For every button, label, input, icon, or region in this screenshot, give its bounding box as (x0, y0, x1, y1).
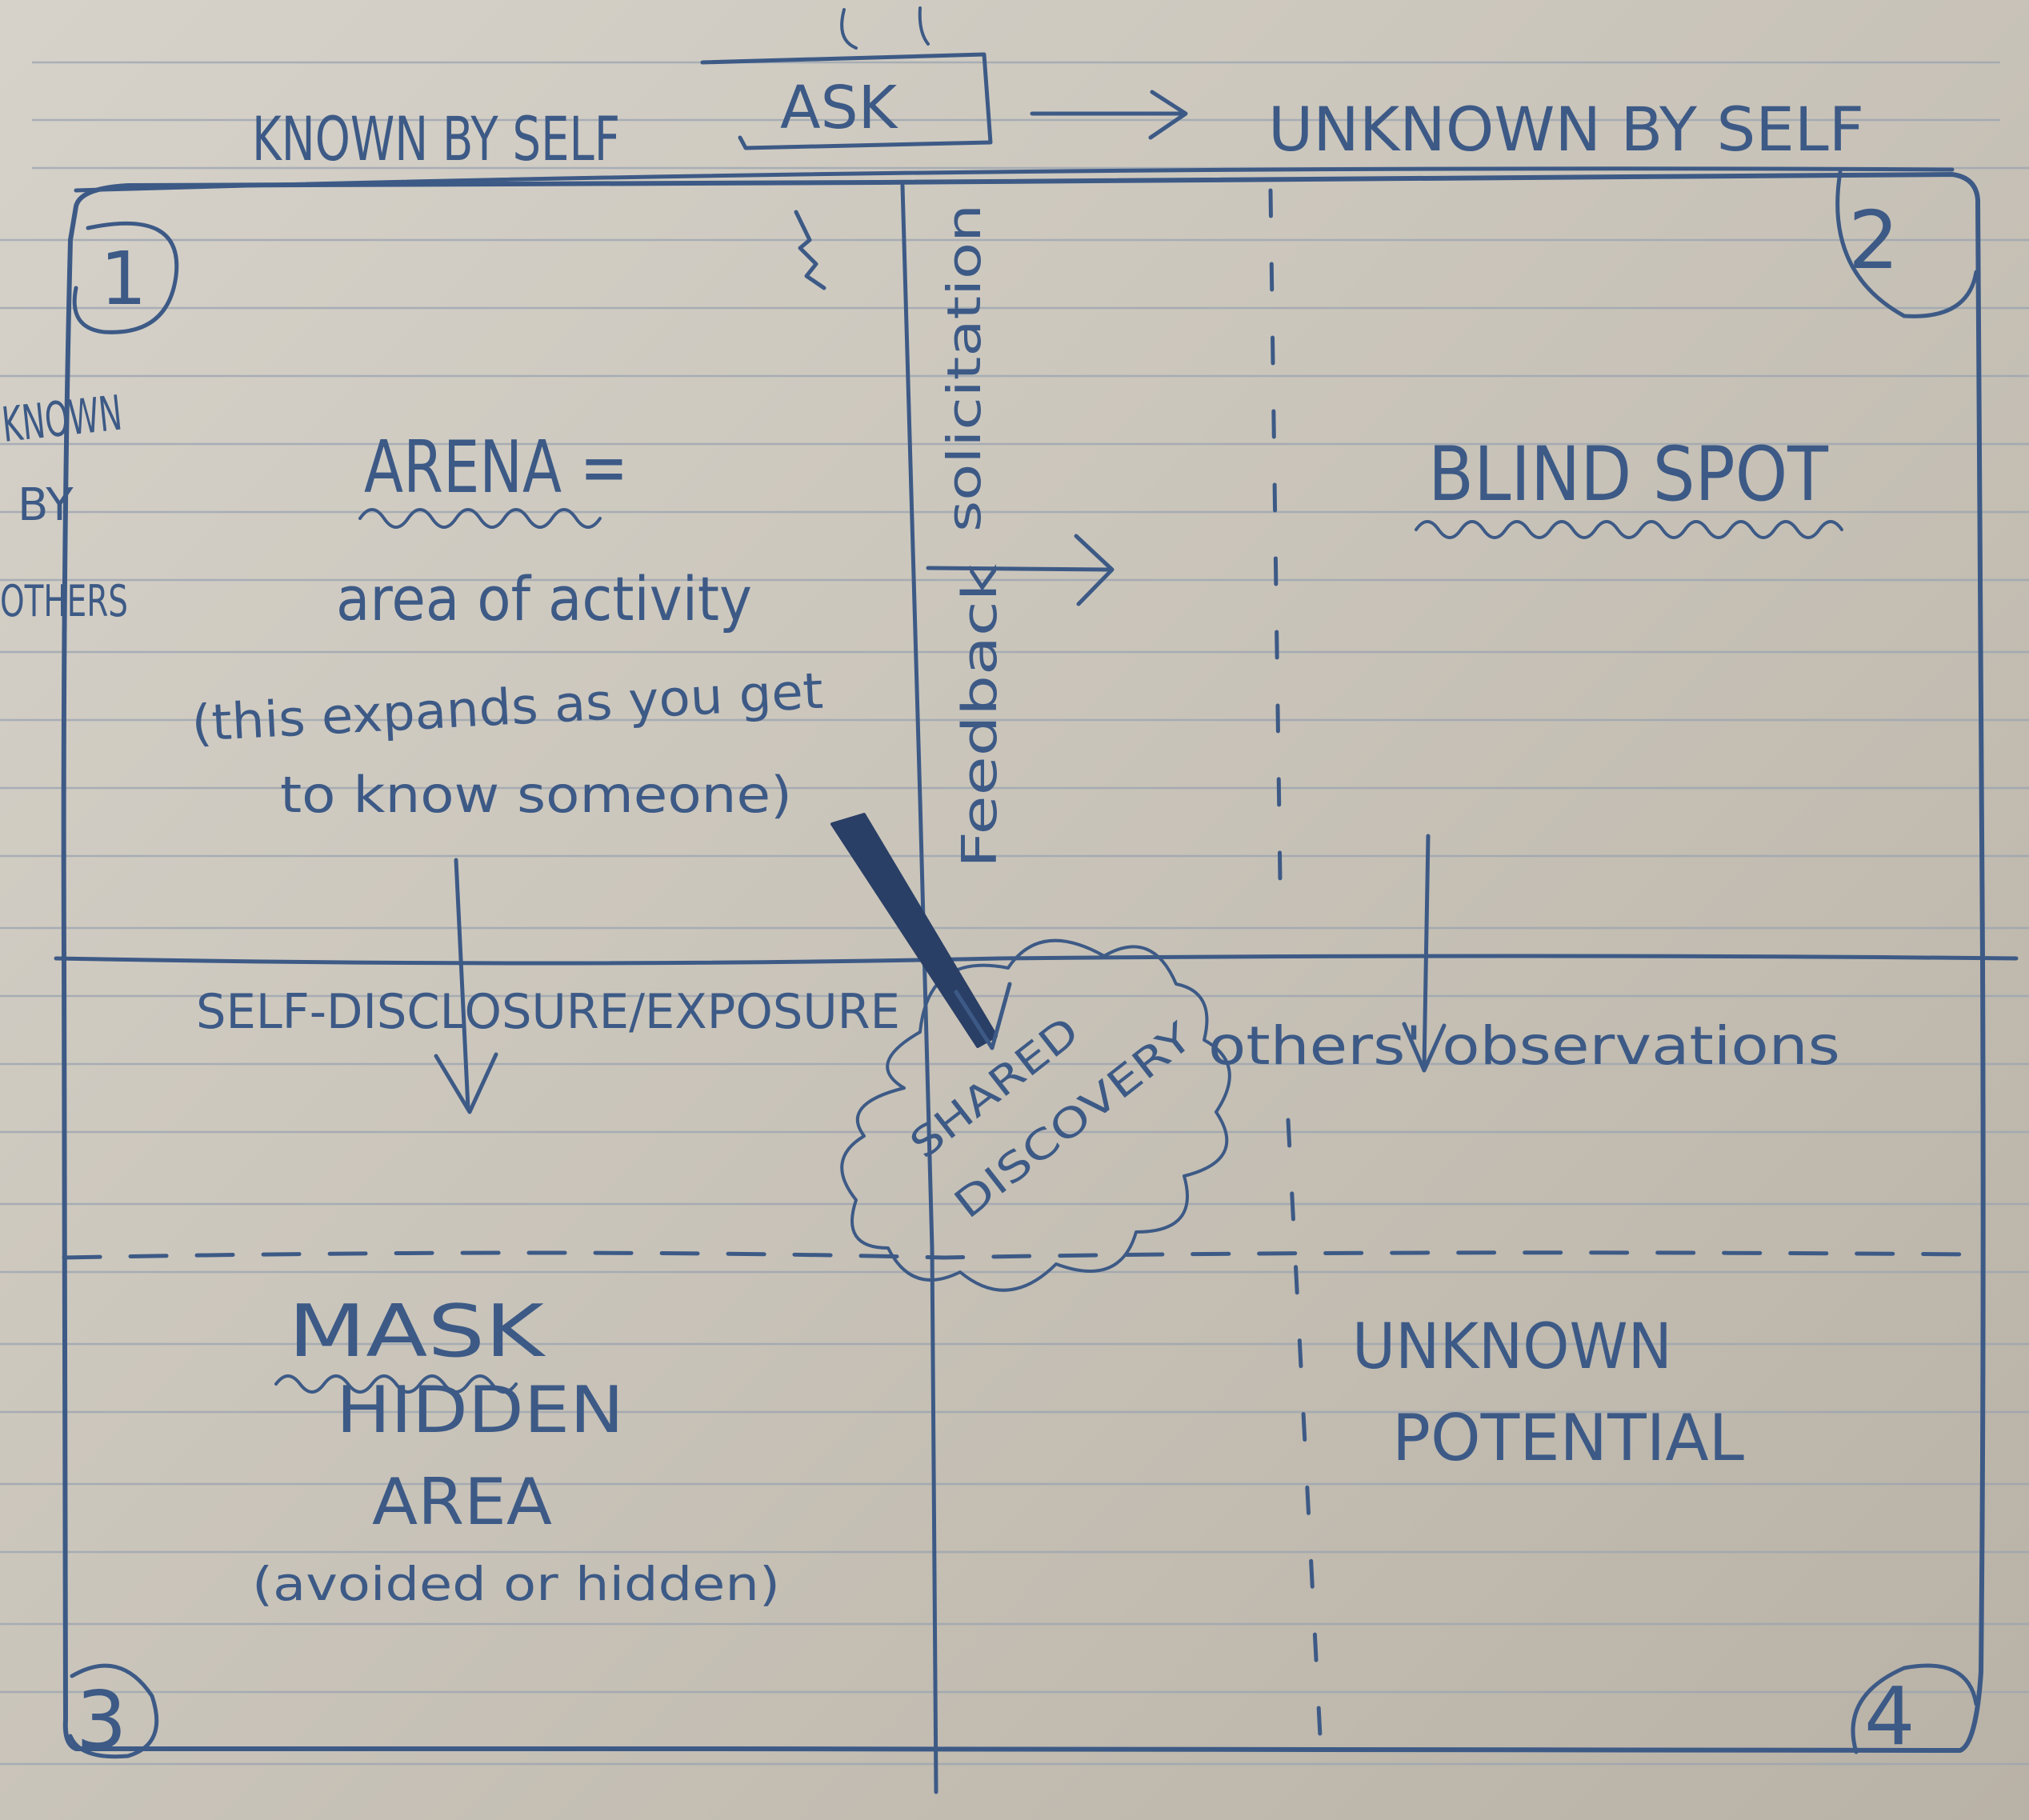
blind-spot-underline (1415, 520, 1843, 539)
observations-arrow: others' observations (1208, 834, 1840, 1077)
known-by-self-label: KNOWN BY SELF (252, 103, 620, 174)
scribble-mark (794, 210, 826, 290)
blind-spot-title: BLIND SPOT (1428, 431, 1829, 518)
side-line-2: BY (18, 479, 74, 531)
hidden-note: (avoided or hidden) (252, 1557, 780, 1611)
cloud-outline (840, 938, 1231, 1292)
dashed-boundaries (62, 188, 1979, 1738)
horizontal-divider (54, 954, 2019, 966)
side-line-1: KNOWN (0, 386, 125, 454)
arena-note-line-1: (this expands as you get (190, 662, 825, 753)
quadrant-2-number: 2 (1835, 170, 1979, 318)
self-disclosure-arrow: SELF-DISCLOSURE/EXPOSURE (196, 858, 900, 1114)
blind-spot-block: BLIND SPOT (1415, 431, 1843, 539)
unknown-potential-block: UNKNOWN POTENTIAL (1352, 1311, 1744, 1475)
unknown-title-line-1: UNKNOWN (1352, 1311, 1672, 1383)
arena-title: ARENA = (364, 426, 628, 510)
arena-block: ARENA = area of activity (this expands a… (190, 210, 826, 824)
hidden-title-line-1: MASK (288, 1290, 546, 1374)
hidden-title-line-3: AREA (372, 1465, 552, 1539)
window-frame (61, 166, 1986, 1753)
arena-underline (358, 508, 602, 529)
hidden-area-block: MASK HIDDEN AREA (avoided or hidden) (252, 1290, 780, 1611)
svg-text:4: 4 (1864, 1670, 1915, 1763)
mask-underline (274, 1374, 518, 1394)
quadrant-1-number: 1 (72, 221, 179, 334)
vertical-divider (900, 183, 938, 1794)
arena-note-line-2: to know someone) (280, 766, 792, 824)
svg-text:2: 2 (1848, 194, 1899, 287)
quadrant-3-number: 3 (68, 1663, 159, 1767)
ruled-lines (0, 61, 2029, 1766)
unknown-by-self-label: UNKNOWN BY SELF (1268, 94, 1864, 165)
solicitation-label: solicitation (937, 204, 991, 532)
ask-box: ASK (700, 6, 993, 150)
feedback-label: Feedback (952, 564, 1008, 868)
quadrant-4-number: 4 (1851, 1663, 1979, 1763)
hidden-title-line-2: HIDDEN (336, 1373, 624, 1447)
svg-text:1: 1 (100, 236, 147, 322)
feedback-arrow: Feedback solicitation (926, 204, 1115, 868)
side-line-3: OTHERS (0, 576, 128, 626)
observations-label: others' observations (1208, 1015, 1840, 1077)
svg-text:3: 3 (76, 1674, 127, 1767)
self-disclosure-label: SELF-DISCLOSURE/EXPOSURE (196, 984, 900, 1040)
ask-label: ASK (780, 74, 899, 142)
unknown-title-line-2: POTENTIAL (1392, 1401, 1744, 1475)
header-arrow-icon (1030, 90, 1188, 140)
known-by-others-label: KNOWN BY OTHERS (0, 386, 128, 626)
arena-subtitle: area of activity (336, 563, 752, 634)
shared-discovery-cloud: SHARED DISCOVERY (830, 813, 1231, 1292)
